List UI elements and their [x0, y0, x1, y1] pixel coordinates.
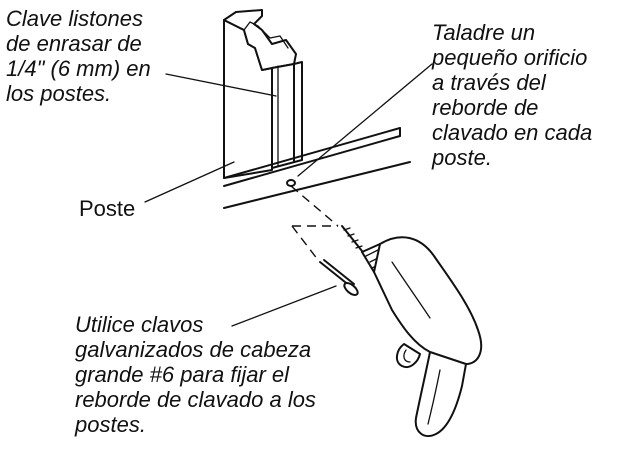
callout-stud-label: Poste — [79, 196, 135, 221]
callout-line: pequeño orificio — [432, 45, 588, 70]
callout-line: Taladre un — [432, 20, 536, 45]
nail-icon — [319, 259, 359, 296]
leader-nails — [231, 285, 337, 327]
leader-furring — [165, 73, 277, 97]
stud-post-icon — [223, 9, 303, 179]
leader-stud — [144, 161, 235, 203]
power-drill-icon — [341, 225, 483, 437]
callout-line: poste. — [432, 145, 492, 170]
callout-line: Poste — [79, 196, 136, 221]
callout-line: reborde de clavado a los — [75, 387, 316, 412]
callout-line: clavado en cada — [432, 120, 593, 145]
callout-nails: Utilice clavos galvanizados de cabeza gr… — [75, 312, 316, 437]
callout-furring-strips: Clave listones de enrasar de 1/4" (6 mm)… — [6, 6, 151, 106]
callout-line: de enrasar de — [6, 31, 142, 56]
callout-line: los postes. — [6, 81, 112, 106]
nailing-flange-icon — [223, 127, 411, 209]
callout-line: Utilice clavos — [75, 312, 204, 337]
leader-drill — [297, 63, 433, 177]
callout-line: galvanizados de cabeza — [75, 337, 312, 362]
callout-line: grande #6 para fijar el — [75, 362, 290, 387]
callout-line: Clave listones — [6, 6, 143, 31]
callout-line: postes. — [75, 412, 146, 437]
leader-lines — [144, 63, 433, 327]
alignment-guide — [290, 185, 339, 261]
callout-drill-hole: Taladre un pequeño orificio a través del… — [432, 20, 592, 170]
callout-line: a través del — [432, 70, 546, 95]
callout-line: 1/4" (6 mm) en — [6, 56, 151, 81]
callout-line: reborde de — [432, 95, 539, 120]
